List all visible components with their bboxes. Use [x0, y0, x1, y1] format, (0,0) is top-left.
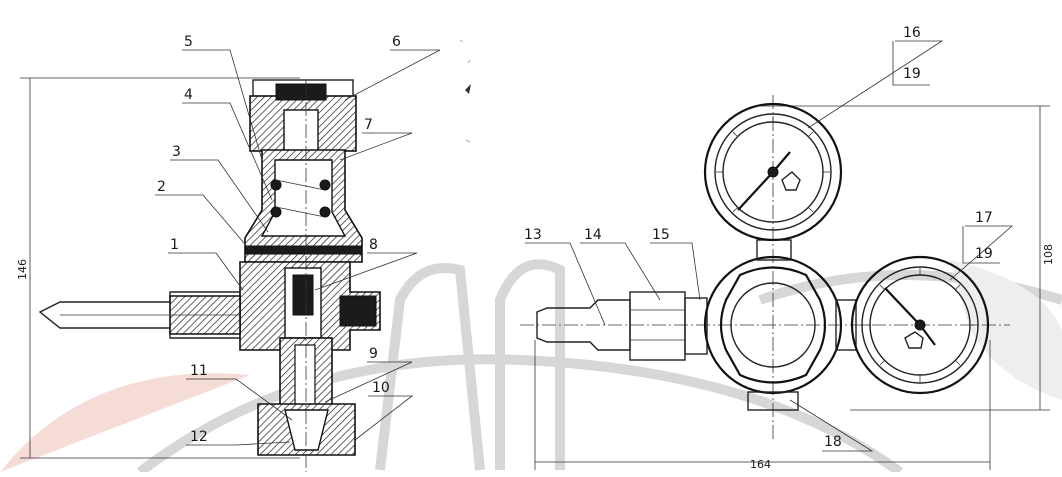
part-label-19-top: 19 — [903, 66, 921, 82]
watermark — [0, 259, 1062, 477]
part-label-3: 3 — [172, 144, 181, 160]
part-label-18: 18 — [824, 434, 842, 450]
pressure-gauge-right — [850, 255, 990, 395]
part-label-1: 1 — [170, 237, 179, 253]
part-label-5: 5 — [184, 34, 193, 50]
part-label-9: 9 — [369, 346, 378, 362]
left-height-dimension: 146 — [16, 259, 29, 280]
part-label-2: 2 — [157, 179, 166, 195]
part-label-15: 15 — [652, 227, 670, 243]
part-label-7: 7 — [364, 117, 373, 133]
part-label-10: 10 — [372, 380, 390, 396]
part-label-12: 12 — [190, 429, 208, 445]
scan-marks — [459, 39, 471, 143]
part-label-4: 4 — [184, 87, 193, 103]
part-label-19-right: 19 — [975, 246, 993, 262]
part-label-11: 11 — [190, 363, 208, 379]
part-label-16: 16 — [903, 25, 921, 41]
right-height-dimension: 108 — [1042, 244, 1055, 265]
right-front-view: 108 164 — [520, 25, 1055, 471]
pressure-gauge-top — [703, 102, 843, 242]
part-label-6: 6 — [392, 34, 401, 50]
part-label-13: 13 — [524, 227, 542, 243]
left-section-view: 1 4 6 — [16, 34, 441, 472]
part-label-14: 14 — [584, 227, 602, 243]
part-label-17: 17 — [975, 210, 993, 226]
right-width-dimension: 164 — [750, 458, 771, 471]
part-label-8: 8 — [369, 237, 378, 253]
